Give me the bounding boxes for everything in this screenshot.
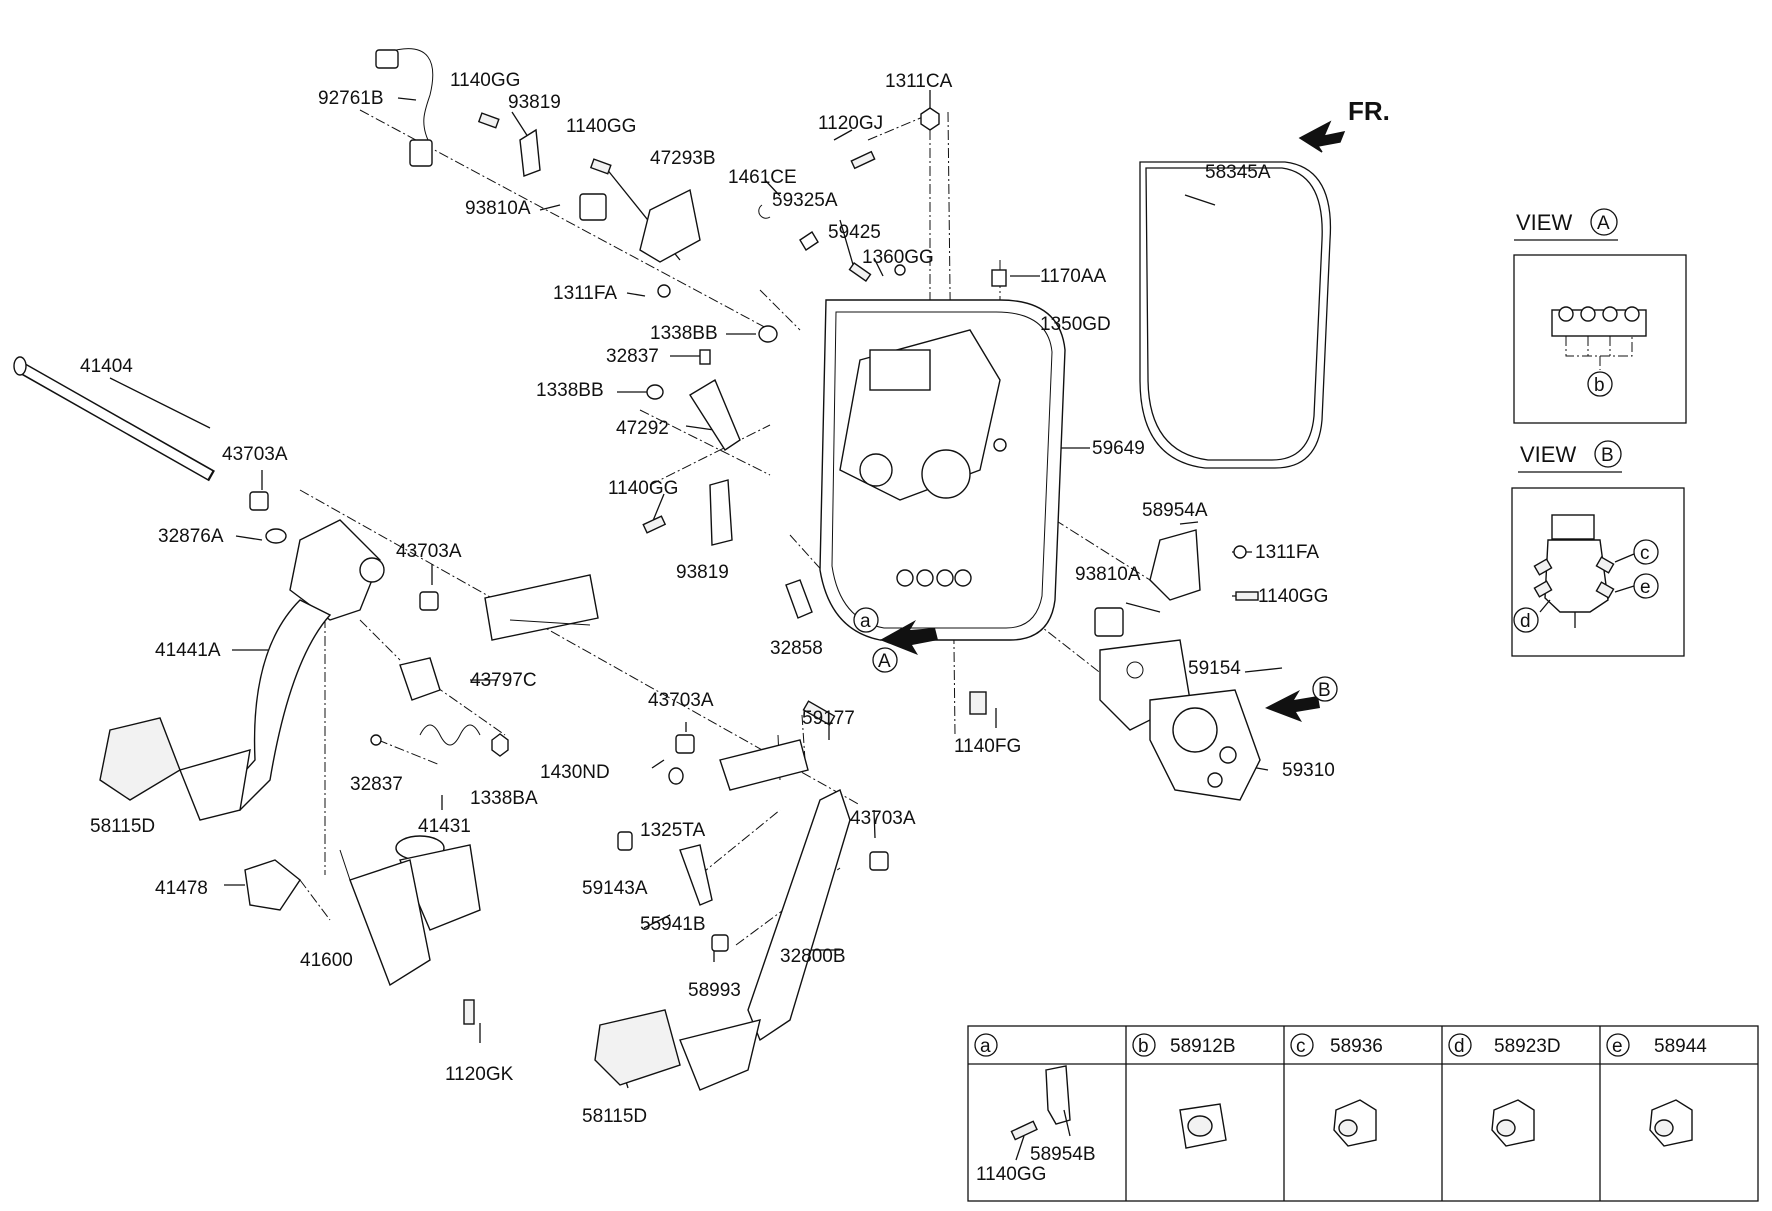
label-43703A-1: 43703A bbox=[222, 444, 288, 465]
legend-d-letter: d bbox=[1454, 1036, 1465, 1057]
label-1338BB-2: 1338BB bbox=[536, 380, 604, 401]
view-b-sub-c: c bbox=[1640, 543, 1650, 564]
label-1120GJ: 1120GJ bbox=[818, 113, 883, 134]
label-1461CE: 1461CE bbox=[728, 167, 797, 188]
legend-a-sub-58954B: 58954B bbox=[1030, 1144, 1096, 1165]
label-1311CA: 1311CA bbox=[885, 71, 953, 92]
label-41404: 41404 bbox=[80, 356, 133, 377]
legend-b-part: 58912B bbox=[1170, 1036, 1236, 1057]
view-b-letter: B bbox=[1601, 445, 1614, 466]
label-1311FA-2: 1311FA bbox=[1255, 542, 1319, 563]
label-58115D-1: 58115D bbox=[90, 816, 155, 837]
label-1140GG-2: 1140GG bbox=[566, 116, 636, 137]
legend-d-part: 58923D bbox=[1494, 1036, 1561, 1057]
label-1350GD: 1350GD bbox=[1040, 314, 1111, 335]
view-a-box bbox=[1513, 254, 1687, 424]
label-93810A-2: 93810A bbox=[1075, 564, 1141, 585]
label-41478: 41478 bbox=[155, 878, 208, 899]
label-41441A: 41441A bbox=[155, 640, 221, 661]
label-1311FA-1: 1311FA bbox=[553, 283, 617, 304]
label-1140GG-4: 1140GG bbox=[1258, 586, 1328, 607]
label-59310: 59310 bbox=[1282, 760, 1335, 781]
label-41431: 41431 bbox=[418, 816, 471, 837]
parts bbox=[13, 48, 1346, 1091]
callout-a: a bbox=[860, 611, 871, 632]
label-1140FG: 1140FG bbox=[954, 736, 1021, 757]
label-59154: 59154 bbox=[1188, 658, 1241, 679]
label-58954A: 58954A bbox=[1142, 500, 1208, 521]
callout-A: A bbox=[878, 651, 891, 672]
part-labels: 92761B 1140GG 93819 1140GG 47293B 93810A… bbox=[80, 70, 1335, 1127]
label-93819-1: 93819 bbox=[508, 92, 561, 113]
legend-b-letter: b bbox=[1138, 1036, 1149, 1057]
view-a-sub-b: b bbox=[1594, 375, 1605, 396]
label-1430ND: 1430ND bbox=[540, 762, 610, 783]
label-1338BA: 1338BA bbox=[470, 788, 538, 809]
label-47293B: 47293B bbox=[650, 148, 716, 169]
callout-A-circle bbox=[872, 647, 898, 673]
label-1170AA: 1170AA bbox=[1040, 266, 1107, 287]
callout-B-circle bbox=[1312, 676, 1338, 702]
label-1325TA: 1325TA bbox=[640, 820, 705, 841]
legend-a-sub-1140GG: 1140GG bbox=[976, 1164, 1046, 1185]
label-1140GG-1: 1140GG bbox=[450, 70, 520, 91]
view-b-sub-e: e bbox=[1640, 577, 1651, 598]
view-b-label: VIEW bbox=[1520, 442, 1576, 467]
label-1140GG-3: 1140GG bbox=[608, 478, 678, 499]
label-1120GK: 1120GK bbox=[445, 1064, 514, 1085]
label-58993: 58993 bbox=[688, 980, 741, 1001]
label-59325A: 59325A bbox=[772, 190, 838, 211]
legend-e-letter: e bbox=[1612, 1036, 1623, 1057]
label-43797C: 43797C bbox=[470, 670, 537, 691]
legend-c-letter: c bbox=[1296, 1036, 1306, 1057]
label-92761B: 92761B bbox=[318, 88, 384, 109]
label-59649: 59649 bbox=[1092, 438, 1145, 459]
callout-a-circle bbox=[853, 607, 879, 633]
view-a: VIEW A b bbox=[1513, 208, 1687, 424]
label-32858: 32858 bbox=[770, 638, 823, 659]
label-59143A: 59143A bbox=[582, 878, 648, 899]
label-32837-2: 32837 bbox=[350, 774, 403, 795]
label-59425: 59425 bbox=[828, 222, 881, 243]
legend-e-part: 58944 bbox=[1654, 1036, 1707, 1057]
callouts: FR. a A B bbox=[853, 96, 1390, 702]
label-43703A-4: 43703A bbox=[850, 808, 916, 829]
label-58115D-2: 58115D bbox=[582, 1106, 647, 1127]
view-b: VIEW B c d e bbox=[1511, 440, 1685, 657]
label-32800B: 32800B bbox=[780, 946, 846, 967]
label-55941B: 55941B bbox=[640, 914, 706, 935]
label-59177: 59177 bbox=[802, 708, 855, 729]
legend-a-letter: a bbox=[980, 1036, 991, 1057]
legend-table: a b 58912B c 58936 d 58923D e 58944 1140… bbox=[967, 1025, 1759, 1202]
label-32837-1: 32837 bbox=[606, 346, 659, 367]
label-43703A-2: 43703A bbox=[396, 541, 462, 562]
fr-label: FR. bbox=[1348, 96, 1390, 126]
label-1360GG: 1360GG bbox=[862, 247, 934, 268]
label-1338BB-1: 1338BB bbox=[650, 323, 718, 344]
label-47292: 47292 bbox=[616, 418, 669, 439]
label-93810A-1: 93810A bbox=[465, 198, 531, 219]
label-58345A: 58345A bbox=[1205, 162, 1271, 183]
legend-c-part: 58936 bbox=[1330, 1036, 1383, 1057]
view-a-label: VIEW bbox=[1516, 210, 1572, 235]
callout-B: B bbox=[1318, 680, 1331, 701]
label-41600: 41600 bbox=[300, 950, 353, 971]
view-b-sub-d: d bbox=[1520, 611, 1531, 632]
label-32876A: 32876A bbox=[158, 526, 224, 547]
label-93819-2: 93819 bbox=[676, 562, 729, 583]
label-43703A-3: 43703A bbox=[648, 690, 714, 711]
view-a-letter: A bbox=[1597, 213, 1610, 234]
